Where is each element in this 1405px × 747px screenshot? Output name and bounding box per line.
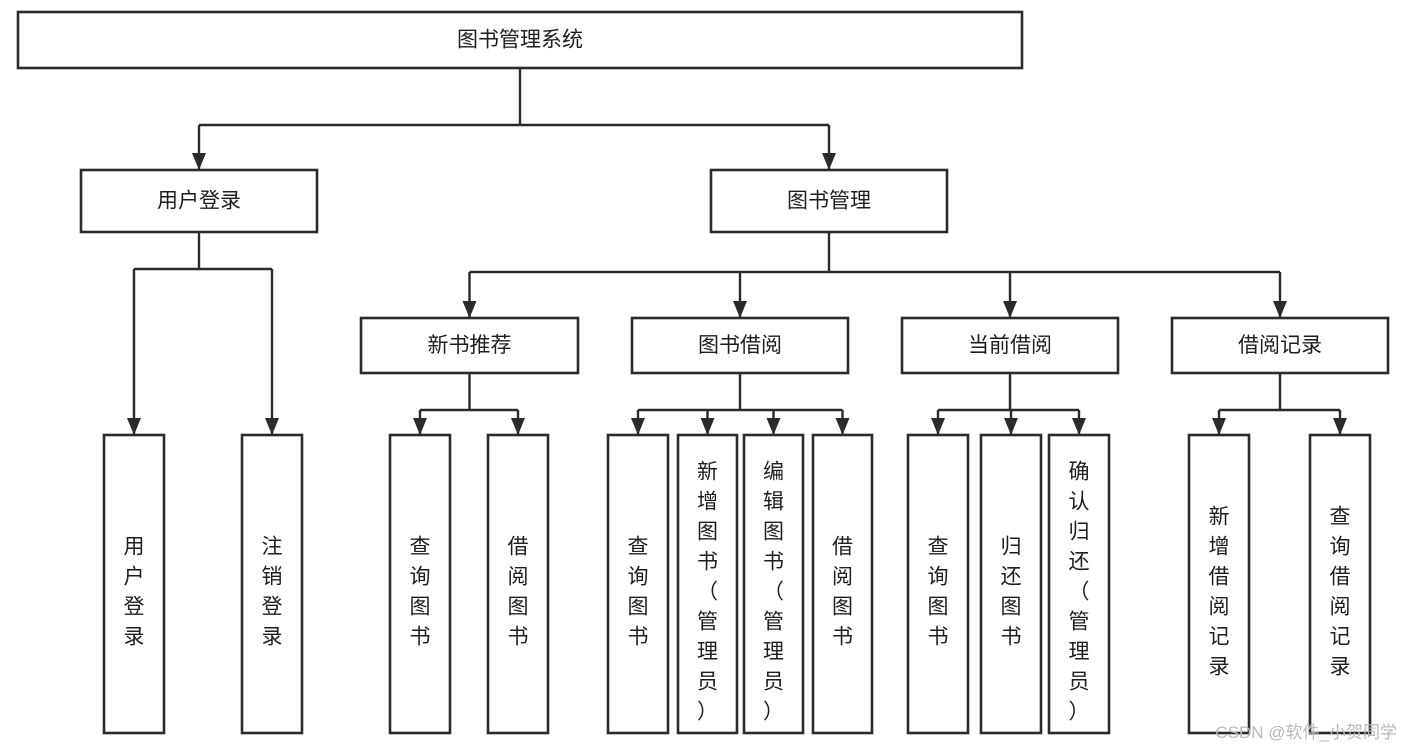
edge-arrowhead (700, 418, 715, 435)
node-label: 用户登录 (157, 190, 241, 213)
watermark-label: CSDN @软件_小贺同学 (1215, 723, 1397, 742)
edge-arrowhead (511, 418, 525, 435)
edge-arrowhead (631, 418, 645, 435)
edge-arrowhead (1003, 301, 1017, 318)
node-leaf-query-book-borrow[interactable]: 查询图书 (606, 433, 670, 735)
node-leaf-query-book-rec[interactable]: 查询图书 (388, 433, 452, 735)
node-leaf-add-record[interactable]: 新增借阅记录 (1187, 433, 1251, 735)
edge-arrowhead (1212, 418, 1226, 435)
nodes-layer: 图书管理系统用户登录图书管理新书推荐图书借阅当前借阅借阅记录用户登录注销登录查询… (16, 10, 1390, 735)
node-label: 当前借阅 (968, 334, 1052, 357)
node-label: 新增借阅记录 (1209, 505, 1230, 678)
node-label: 新书推荐 (428, 334, 512, 357)
edge-arrowhead (1273, 301, 1287, 318)
node-label: 查询借阅记录 (1330, 505, 1351, 678)
edge-arrowhead (931, 418, 945, 435)
node-leaf-borrow-book-rec[interactable]: 借阅图书 (486, 433, 550, 735)
node-book-borrow[interactable]: 图书借阅 (630, 316, 850, 375)
node-label: 查询图书 (410, 535, 431, 648)
node-leaf-confirm-return[interactable]: 确认归还（管理员） (1047, 433, 1111, 735)
node-label: 确认归还（管理员） (1069, 460, 1090, 723)
node-new-book-rec[interactable]: 新书推荐 (359, 316, 580, 375)
node-label: 查询图书 (628, 535, 649, 648)
edge-arrowhead (462, 301, 477, 318)
edge-arrowhead (822, 153, 836, 170)
edge-arrowhead (835, 418, 850, 435)
edge-arrowhead (127, 418, 141, 435)
node-label: 图书管理系统 (457, 29, 583, 52)
node-label: 借阅记录 (1238, 334, 1322, 357)
node-leaf-return-book[interactable]: 归还图书 (979, 433, 1043, 735)
edge-arrowhead (766, 418, 781, 435)
node-label: 归还图书 (1001, 535, 1022, 648)
node-label: 注销登录 (262, 535, 283, 648)
node-leaf-edit-book[interactable]: 编辑图书（管理员） (742, 433, 805, 735)
edge-arrowhead (1072, 418, 1086, 435)
edge-arrowhead (733, 301, 747, 318)
edge-arrowhead (1004, 418, 1018, 435)
edge-arrowhead (1333, 418, 1347, 435)
edge-arrowhead (265, 418, 279, 435)
node-label: 编辑图书（管理员） (763, 460, 784, 723)
node-root[interactable]: 图书管理系统 (16, 10, 1024, 70)
node-label: 借阅图书 (508, 535, 529, 648)
edges-layer (127, 68, 1347, 435)
edge-arrowhead (413, 418, 427, 435)
node-leaf-query-record[interactable]: 查询借阅记录 (1308, 433, 1372, 735)
node-leaf-add-book[interactable]: 新增图书（管理员） (676, 433, 739, 735)
node-leaf-query-book-current[interactable]: 查询图书 (906, 433, 970, 735)
node-label: 图书借阅 (698, 334, 782, 357)
node-current-borrow[interactable]: 当前借阅 (900, 316, 1120, 375)
node-label: 用户登录 (124, 535, 145, 648)
node-label: 图书管理 (787, 190, 871, 213)
node-borrow-record[interactable]: 借阅记录 (1170, 316, 1390, 375)
node-leaf-borrow-book[interactable]: 借阅图书 (811, 433, 874, 735)
node-user-login[interactable]: 用户登录 (79, 168, 319, 234)
edge-arrowhead (192, 153, 206, 170)
node-label: 新增图书（管理员） (697, 460, 718, 723)
node-leaf-logout[interactable]: 注销登录 (240, 433, 304, 735)
node-label: 查询图书 (928, 535, 949, 648)
node-leaf-user-login[interactable]: 用户登录 (102, 433, 166, 735)
node-book-manage[interactable]: 图书管理 (709, 168, 949, 234)
node-label: 借阅图书 (832, 535, 853, 648)
